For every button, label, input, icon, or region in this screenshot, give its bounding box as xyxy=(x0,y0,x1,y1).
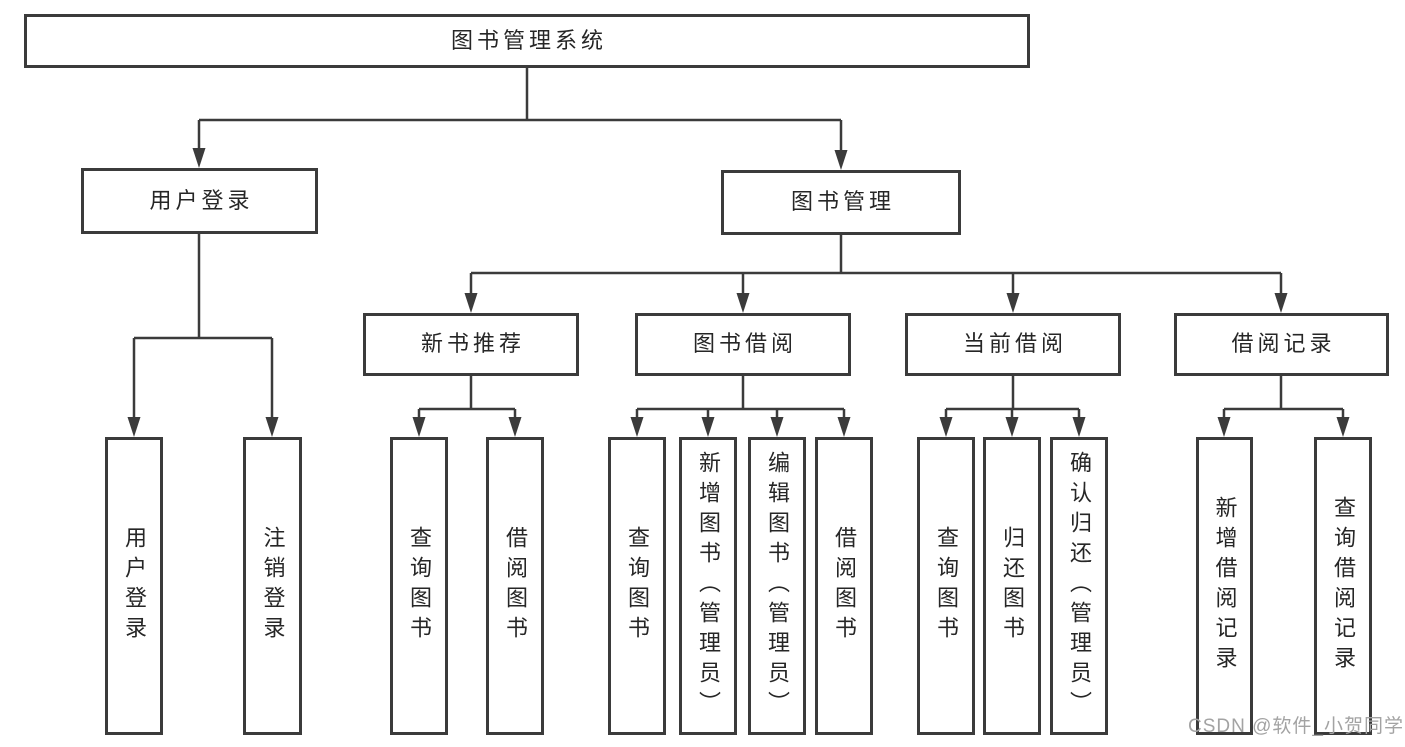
node-new-book-recommendation: 新书推荐 xyxy=(363,313,579,376)
leaf-user-login: 用户登录 xyxy=(105,437,163,735)
leaf-query-books-recommend: 查询图书 xyxy=(390,437,448,735)
leaf-borrow-books-recommend: 借阅图书 xyxy=(486,437,544,735)
node-label: 借阅图书 xyxy=(503,526,528,646)
leaf-confirm-return-admin: 确认归还（管理员） xyxy=(1050,437,1108,735)
node-label: 用户登录 xyxy=(149,187,254,213)
node-current-borrowing: 当前借阅 xyxy=(905,313,1121,376)
leaf-edit-book-admin: 编辑图书（管理员） xyxy=(748,437,806,735)
node-label: 确认归还（管理员） xyxy=(1067,451,1092,721)
node-label: 注销登录 xyxy=(260,526,286,646)
node-label: 用户登录 xyxy=(122,526,147,646)
node-label: 当前借阅 xyxy=(962,331,1067,357)
node-label: 图书管理系统 xyxy=(450,27,607,53)
leaf-add-borrow-record: 新增借阅记录 xyxy=(1196,437,1253,735)
leaf-query-borrow-record: 查询借阅记录 xyxy=(1314,437,1372,735)
leaf-query-books-current: 查询图书 xyxy=(917,437,975,735)
node-label: 图书借阅 xyxy=(692,331,797,357)
connector-arrowheads xyxy=(127,120,1350,437)
node-label: 借阅记录 xyxy=(1231,331,1336,357)
node-label: 归还图书 xyxy=(1000,526,1025,646)
leaf-add-book-admin: 新增图书（管理员） xyxy=(679,437,737,735)
leaf-logout: 注销登录 xyxy=(243,437,302,735)
node-label: 新增借阅记录 xyxy=(1212,496,1238,676)
node-label: 新书推荐 xyxy=(420,331,525,357)
node-label: 查询借阅记录 xyxy=(1331,496,1356,676)
node-borrowing-records: 借阅记录 xyxy=(1174,313,1389,376)
leaf-return-books: 归还图书 xyxy=(983,437,1041,735)
node-label: 借阅图书 xyxy=(832,526,857,646)
node-label: 查询图书 xyxy=(934,526,959,646)
node-book-management: 图书管理 xyxy=(721,170,961,235)
node-label: 图书管理 xyxy=(790,189,895,215)
node-library-management-system: 图书管理系统 xyxy=(24,14,1030,68)
node-book-borrowing: 图书借阅 xyxy=(635,313,851,376)
csdn-watermark: CSDN @软件_小贺同学 xyxy=(1188,716,1404,737)
connector-lines xyxy=(134,68,1343,411)
node-label: 新增图书（管理员） xyxy=(696,451,721,721)
leaf-query-books-borrowing: 查询图书 xyxy=(608,437,666,735)
node-user-login: 用户登录 xyxy=(81,168,318,234)
node-label: 查询图书 xyxy=(407,526,432,646)
node-label: 编辑图书（管理员） xyxy=(765,451,790,721)
leaf-borrow-books-borrowing: 借阅图书 xyxy=(815,437,873,735)
node-label: 查询图书 xyxy=(625,526,650,646)
